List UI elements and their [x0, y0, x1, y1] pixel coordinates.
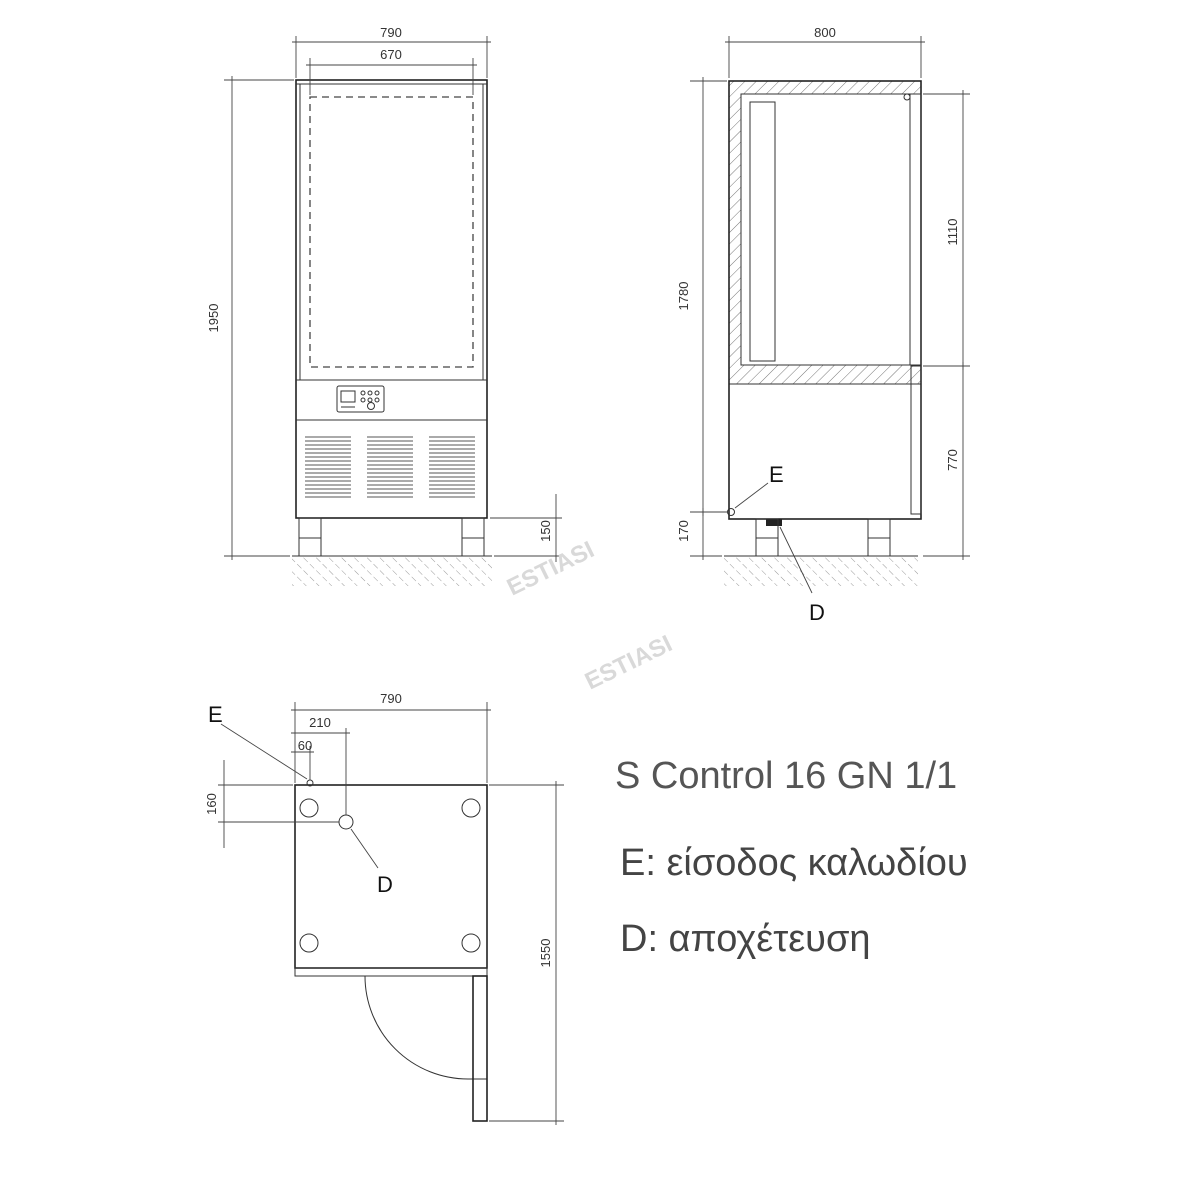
side-cabinet-outline — [728, 80, 922, 520]
plan-door-leaf — [472, 975, 488, 1122]
legend-drain: D: αποχέτευση — [620, 918, 871, 960]
plan-drain — [338, 814, 354, 830]
front-view: 790 670 1950 150 — [206, 25, 562, 586]
side-door-hinge — [910, 365, 922, 515]
control-panel — [336, 385, 385, 413]
plan-foot — [461, 798, 481, 818]
side-insulation-hatch — [728, 80, 922, 385]
plan-width-label: 790 — [380, 691, 402, 706]
side-depth-label: 800 — [814, 25, 836, 40]
plan-foot — [299, 798, 319, 818]
side-cable-height-label: 170 — [676, 520, 691, 542]
side-door — [909, 93, 922, 366]
side-ground-hatch — [724, 556, 918, 586]
front-vent-grilles — [305, 436, 475, 498]
front-width-outer-label: 790 — [380, 25, 402, 40]
side-label-d: D — [809, 600, 825, 625]
side-drain — [766, 519, 782, 526]
side-label-e: E — [769, 462, 784, 487]
plan-label-d: D — [377, 872, 393, 897]
plan-depth-offset-label: 160 — [204, 793, 219, 815]
side-view: E D 800 1780 170 1110 770 — [676, 25, 970, 625]
plan-label-e: E — [208, 702, 223, 727]
plan-view: E D 790 210 60 160 1550 — [204, 691, 564, 1125]
product-title: S Control 16 GN 1/1 — [615, 755, 958, 797]
plan-foot — [461, 933, 481, 953]
plan-offset-e-label: 60 — [298, 738, 312, 753]
side-height-label: 1780 — [676, 282, 691, 311]
watermark: ESTIASI — [503, 536, 599, 601]
front-inner-chamber — [309, 96, 474, 368]
plan-offset-d-label: 210 — [309, 715, 331, 730]
front-leg-left — [298, 517, 322, 557]
front-leg-right — [461, 517, 485, 557]
front-height-total-label: 1950 — [206, 304, 221, 333]
legend-cable-entry: E: είσοδος καλωδίου — [620, 842, 968, 884]
side-cable-entry — [727, 508, 735, 516]
side-inner-panel — [749, 101, 776, 362]
plan-door-panel — [294, 967, 488, 977]
side-base-height-label: 770 — [945, 449, 960, 471]
front-cabinet-outline — [295, 79, 488, 519]
front-width-inner-label: 670 — [380, 47, 402, 62]
front-leg-height-label: 150 — [538, 520, 553, 542]
front-ground-hatch — [292, 556, 492, 586]
plan-total-depth-label: 1550 — [538, 939, 553, 968]
plan-door-swing-arc — [364, 975, 469, 1080]
watermark: ESTIASI — [581, 630, 677, 695]
plan-foot — [299, 933, 319, 953]
side-door-height-label: 1110 — [945, 219, 960, 246]
